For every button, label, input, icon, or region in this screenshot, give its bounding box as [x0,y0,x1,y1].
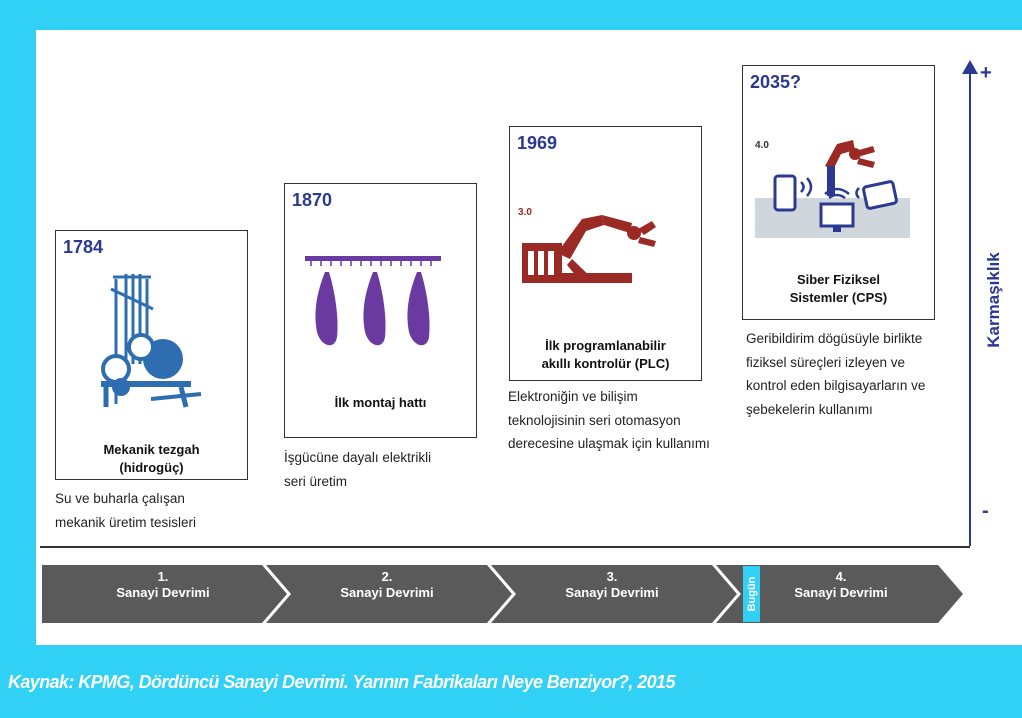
revolution-label-2: 2. Sanayi Devrimi [340,569,434,600]
era-card-1784: 1784 Mekanik tezgah (hidrogüç) [55,230,248,480]
revolution-label-1: 1. Sanayi Devrimi [116,569,210,600]
era-title: İlk montaj hattı [334,395,427,410]
era-year: 2035? [750,72,802,92]
era-card-1870: 1870 İlk montaj hattı [284,183,477,438]
era-icon-caption: 4.0 [755,140,769,151]
complexity-axis [969,68,971,546]
era-year: 1870 [292,190,333,210]
robot-arm-icon [522,215,656,283]
revolution-label-3: 3. Sanayi Devrimi [565,569,659,600]
loom-icon [101,274,202,408]
axis-plus-label: + [980,62,992,84]
era-icon-caption: 3.0 [518,207,532,218]
era-title: Mekanik tezgah (hidrogüç) [103,442,200,475]
today-marker: Bugün [743,566,760,622]
revolution-chevrons [42,565,963,623]
era-card-1969: 1969 3.0 İlk programlanabilir akıllı kon… [509,126,702,381]
revolution-label-4: 4. Sanayi Devrimi [794,569,888,600]
era-title: İlk programlanabilir akıllı kontrolür (P… [541,338,670,371]
era-description-1784: Su ve buharla çalışan mekanik üretim tes… [55,491,197,530]
arrow-up-icon [962,60,978,74]
era-year: 1969 [517,133,558,153]
today-label: Bugün [745,576,758,612]
era-description-1870: İşgücüne dayalı elektrikli seri üretim [284,450,432,489]
assembly-line-icon [305,256,441,346]
era-description-2035: Geribildirim dögüsüyle birlikte fiziksel… [746,331,926,417]
axis-minus-label: - [982,500,989,522]
era-year: 1784 [63,237,104,257]
era-description-1969: Elektroniğin ve bilişim teknolojisinin s… [508,389,710,451]
cyber-physical-icon [755,140,910,238]
source-caption: Kaynak: KPMG, Dördüncü Sanayi Devrimi. Y… [8,672,675,692]
complexity-axis-label: Karmaşıklık [984,252,1003,348]
timeline-baseline [40,546,970,548]
era-card-2035: 2035? 4.0 Siber Fiziksel Sistemler (CPS) [742,65,935,320]
era-title: Siber Fiziksel Sistemler (CPS) [789,272,888,305]
